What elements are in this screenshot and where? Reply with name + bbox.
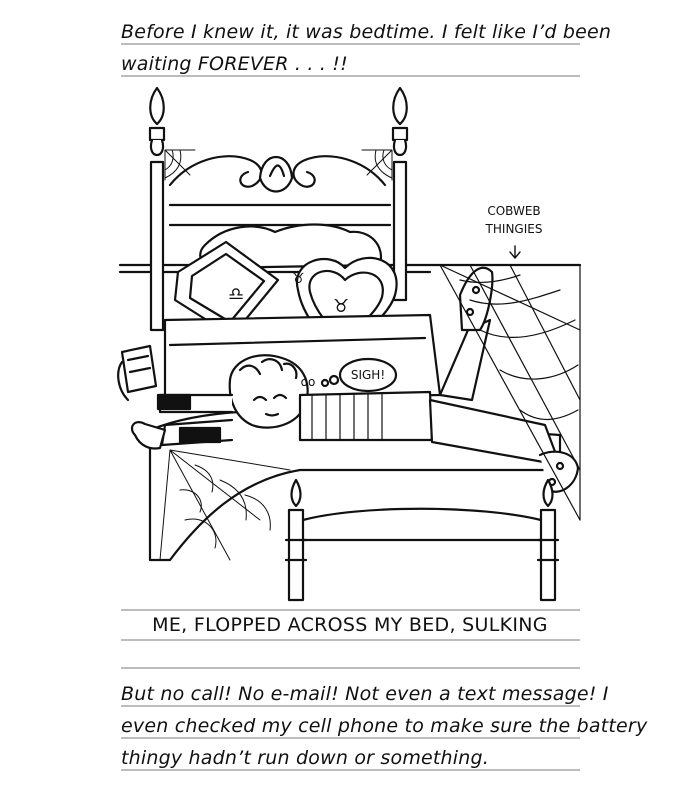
svg-text:♎: ♎: [228, 284, 244, 305]
cobweb-label-line-1: COBWEB: [487, 204, 540, 218]
sigh-bubble: [320, 357, 398, 393]
intro-line-2: waiting FOREVER . . . !!: [121, 53, 348, 75]
cobweb-label-line-2: THINGIES: [485, 222, 543, 236]
foot-rail: [301, 507, 543, 542]
foot-post-right: [536, 478, 560, 602]
outro-line-1: But no call! No e-mail! Not even a text …: [121, 683, 609, 705]
headboard-crest: [168, 155, 392, 227]
foot-post-left: [284, 478, 308, 602]
girl-figure: [117, 266, 580, 493]
intro-line-1: Before I knew it, it was bedtime. I felt…: [121, 21, 612, 43]
headboard-cobwebs: [164, 149, 393, 181]
svg-text:♉: ♉: [292, 271, 305, 287]
outro-line-3: thingy hadn’t run down or something.: [121, 747, 490, 769]
breath-text: oo: [301, 375, 316, 389]
cobweb-curtain: [439, 264, 581, 521]
svg-text:♉: ♉: [333, 296, 349, 317]
sigh-text: SIGH!: [351, 368, 385, 382]
left-bedpost: [148, 86, 166, 332]
outro-line-2: even checked my cell phone to make sure …: [121, 715, 648, 737]
right-bedpost: [391, 86, 409, 302]
illustration-caption: ME, FLOPPED ACROSS MY BED, SULKING: [152, 614, 548, 636]
